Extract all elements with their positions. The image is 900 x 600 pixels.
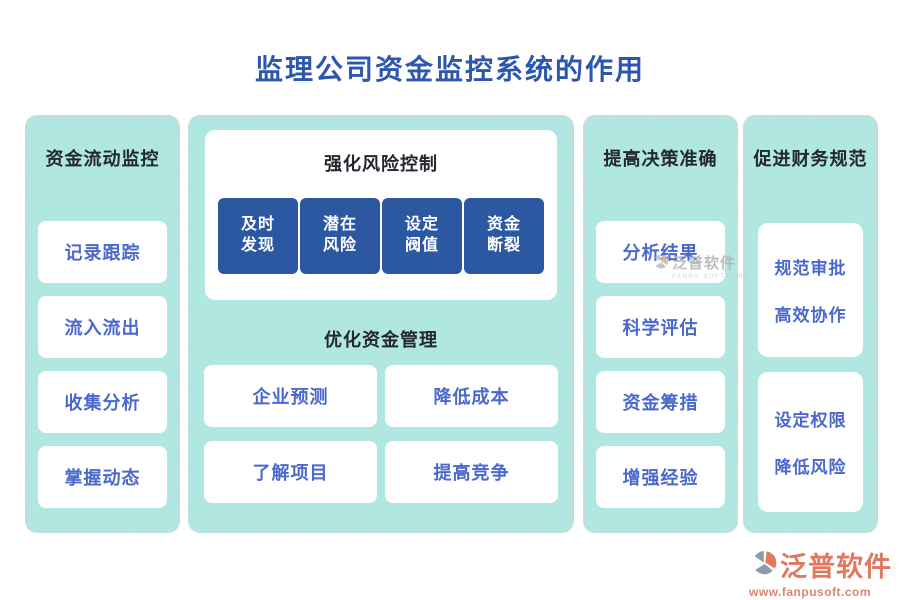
fanpu-logo-icon bbox=[653, 252, 669, 276]
risk-chip: 资金 断裂 bbox=[464, 198, 544, 274]
column-funds-flow-monitoring: 资金流动监控 记录跟踪 流入流出 收集分析 掌握动态 bbox=[25, 115, 180, 533]
list-item: 科学评估 bbox=[596, 296, 725, 358]
group-line: 规范审批 bbox=[774, 259, 847, 278]
column-items: 记录跟踪 流入流出 收集分析 掌握动态 bbox=[38, 221, 167, 508]
group-box: 规范审批 高效协作 bbox=[758, 223, 863, 357]
list-item: 提高竞争 bbox=[385, 441, 558, 503]
page-title: 监理公司资金监控系统的作用 bbox=[254, 54, 645, 85]
list-item: 记录跟踪 bbox=[38, 221, 167, 283]
column-center: 强化风险控制 及时 发现 潜在 风险 设定 阀值 资金 断裂 优化资金管理 企业… bbox=[188, 115, 574, 533]
risk-control-card: 强化风险控制 及时 发现 潜在 风险 设定 阀值 资金 断裂 bbox=[205, 130, 557, 300]
fanpu-logo-icon bbox=[751, 547, 778, 583]
list-item: 了解项目 bbox=[204, 441, 377, 503]
list-item: 收集分析 bbox=[38, 371, 167, 433]
group-line: 降低风险 bbox=[774, 458, 847, 477]
watermark-brand: 泛普软件 bbox=[672, 255, 737, 272]
list-item: 增强经验 bbox=[596, 446, 725, 508]
list-item: 降低成本 bbox=[385, 365, 558, 427]
brand-footer: 泛普软件 www.fanpusoft.com bbox=[749, 545, 892, 599]
list-item: 企业预测 bbox=[204, 365, 377, 427]
column-financial-standard: 促进财务规范 规范审批 高效协作 设定权限 降低风险 bbox=[743, 115, 878, 533]
brand-url: www.fanpusoft.com bbox=[749, 585, 872, 599]
fund-mgmt-grid: 企业预测 降低成本 了解项目 提高竞争 bbox=[204, 365, 558, 503]
risk-chip: 潜在 风险 bbox=[300, 198, 380, 274]
column-decision-accuracy: 提高决策准确 分析结果 科学评估 资金筹措 增强经验 bbox=[583, 115, 738, 533]
risk-card-header: 强化风险控制 bbox=[324, 154, 438, 174]
list-item: 流入流出 bbox=[38, 296, 167, 358]
watermark-subtext: FANPU SOFTWARE bbox=[672, 274, 750, 280]
list-item: 掌握动态 bbox=[38, 446, 167, 508]
column-header: 促进财务规范 bbox=[753, 149, 868, 169]
risk-chip: 及时 发现 bbox=[218, 198, 298, 274]
list-item: 分析结果 bbox=[596, 221, 725, 283]
brand-name: 泛普软件 bbox=[780, 552, 892, 582]
watermark: 泛普软件 FANPU SOFTWARE bbox=[653, 252, 750, 280]
group-line: 高效协作 bbox=[774, 306, 847, 325]
list-item: 资金筹措 bbox=[596, 371, 725, 433]
group-line: 设定权限 bbox=[774, 411, 847, 430]
column-items: 分析结果 科学评估 资金筹措 增强经验 bbox=[596, 221, 725, 508]
fund-mgmt-header: 优化资金管理 bbox=[324, 330, 438, 350]
group-box: 设定权限 降低风险 bbox=[758, 372, 863, 512]
risk-chip: 设定 阀值 bbox=[382, 198, 462, 274]
column-header: 提高决策准确 bbox=[603, 149, 718, 169]
risk-buttons-row: 及时 发现 潜在 风险 设定 阀值 资金 断裂 bbox=[205, 198, 557, 274]
column-header: 资金流动监控 bbox=[45, 149, 160, 169]
